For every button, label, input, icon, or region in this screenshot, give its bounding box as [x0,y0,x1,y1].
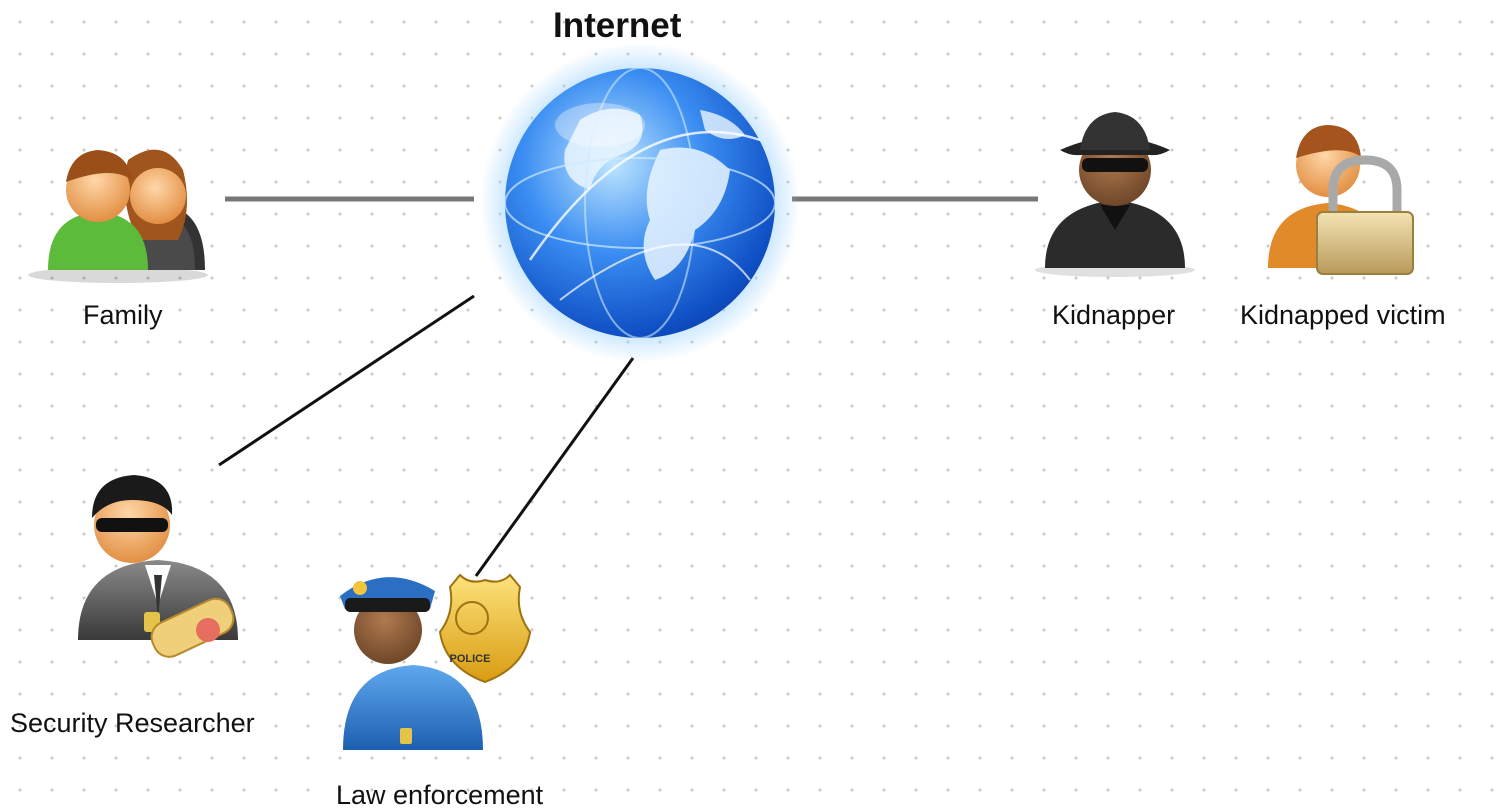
connector-internet-researcher [218,294,475,467]
family-label: Family [83,300,163,330]
family-icon [28,149,208,283]
police-badge-icon: POLICE [438,573,532,684]
victim-lock-icon [1268,125,1414,275]
kidnapper-icon [1035,112,1195,277]
police-officer-icon [340,577,483,750]
kidnapper-label: Kidnapper [1052,300,1176,330]
connector-internet-law [474,357,635,577]
internet-title: Internet [553,6,682,45]
law-enforcement-label: Law enforcement [336,780,544,810]
security-researcher-label: Security Researcher [10,708,255,738]
kidnapped-victim-label: Kidnapped victim [1240,300,1446,330]
badge-text: POLICE [450,653,491,665]
security-researcher-icon [78,475,238,658]
globe-icon [480,43,800,363]
diploma-icon [150,597,235,658]
